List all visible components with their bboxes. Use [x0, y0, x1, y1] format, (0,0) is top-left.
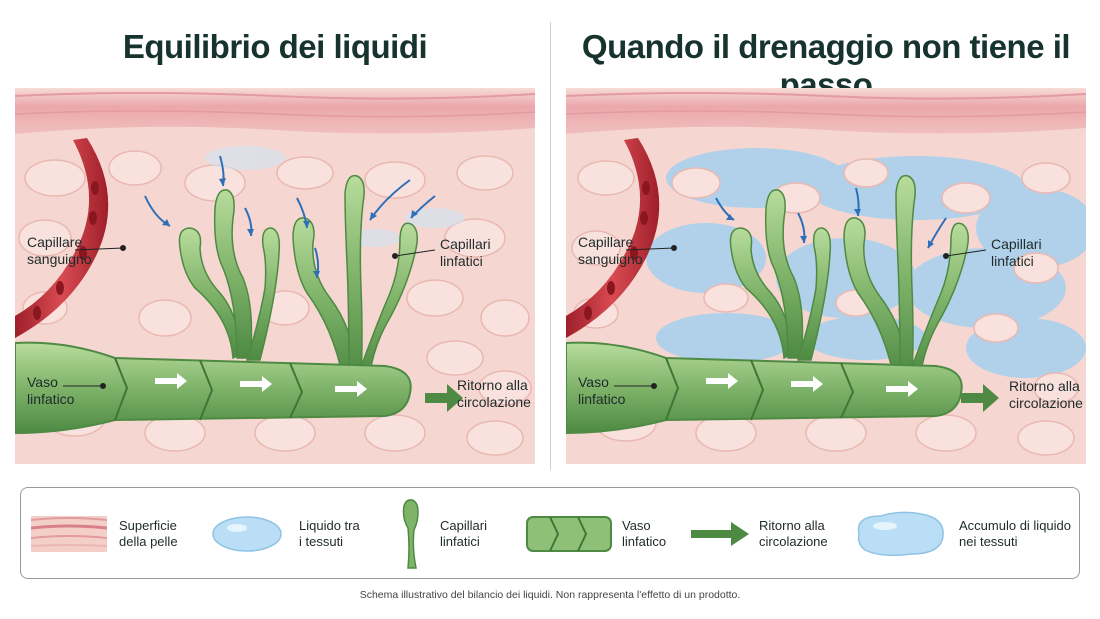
tissue-illustration-accumulation	[566, 88, 1086, 464]
legend-item-return: Ritorno alla circolazione	[691, 488, 861, 578]
fluid-pool-icon	[857, 511, 944, 557]
blood-capillary	[15, 138, 109, 338]
legend-label-return: Ritorno alla circolazione	[759, 518, 828, 549]
label-return: Ritorno alla circolazione	[457, 377, 531, 410]
legend-label-lymph-vessel: Vaso linfatico	[622, 518, 667, 549]
legend-item-skin: Superficie della pelle	[31, 488, 201, 578]
label-lymph-capillaries: Capillari linfatici	[440, 236, 491, 269]
flow-arrows	[155, 373, 367, 397]
flow-arrows	[706, 373, 918, 397]
blood-capillary	[566, 138, 660, 338]
scene-fluid-accumulation: Capillare sanguigno Capillari linfatici …	[566, 88, 1086, 464]
label-lymph-vessel: Vaso linfatico	[27, 374, 75, 407]
fluid-drop-icon	[212, 516, 282, 552]
return-arrow	[425, 384, 463, 412]
legend-item-fluid-pool: Accumulo di liquido nei tessuti	[851, 488, 1071, 578]
lymph-capillary-icon	[402, 499, 419, 569]
legend: Superficie della pelle Liquido tra i tes…	[20, 487, 1080, 579]
scene-balance: Capillare sanguigno Capillari linfatici …	[15, 88, 535, 464]
legend-item-lymph-capillary: Capillari linfatici	[396, 488, 516, 578]
lymph-vessel-icon	[526, 516, 612, 552]
label-return: Ritorno alla circolazione	[1009, 378, 1083, 411]
footnote: Schema illustrativo del bilancio dei liq…	[359, 589, 741, 601]
label-lymph-vessel: Vaso linfatico	[578, 374, 626, 407]
return-arrow	[961, 384, 999, 412]
label-blood-capillary: Capillare sanguigno	[27, 234, 92, 267]
label-blood-capillary: Capillare sanguigno	[578, 234, 643, 267]
lymph-vessel	[566, 341, 963, 435]
panel-divider	[550, 22, 551, 470]
lymph-vessel	[15, 341, 412, 435]
legend-label-fluid: Liquido tra i tessuti	[299, 518, 360, 549]
label-lymph-capillaries: Capillari linfatici	[991, 236, 1042, 269]
legend-label-fluid-pool: Accumulo di liquido nei tessuti	[959, 518, 1072, 549]
lymph-capillaries	[729, 174, 969, 379]
arrow-right-icon	[691, 522, 749, 546]
panel-title-left: Equilibrio dei liquidi	[122, 28, 428, 65]
legend-item-fluid: Liquido tra i tessuti	[211, 488, 371, 578]
tissue-illustration-balance	[15, 88, 535, 464]
skin-surface-icon	[31, 516, 107, 552]
legend-label-lymph-capillary: Capillari linfatici	[440, 518, 487, 549]
legend-item-lymph-vessel: Vaso linfatico	[526, 488, 686, 578]
panel-title-right: Quando il drenaggio non tiene il passo	[581, 28, 1071, 103]
legend-label-skin: Superficie della pelle	[119, 518, 178, 549]
lymph-capillaries	[178, 174, 418, 379]
